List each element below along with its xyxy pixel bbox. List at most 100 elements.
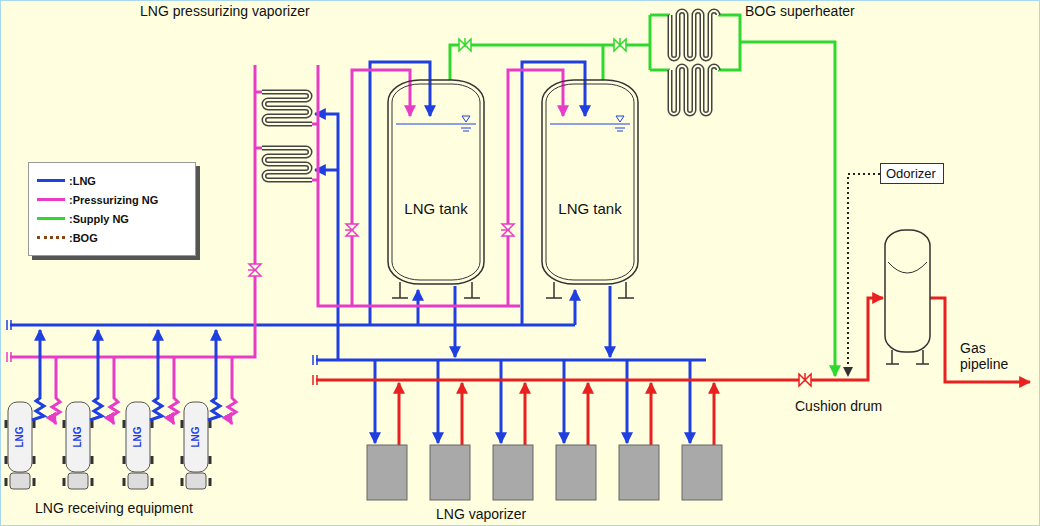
pipe — [255, 91, 262, 94]
lorry-tank — [126, 402, 150, 472]
legend-dotted-sample — [37, 236, 65, 239]
part-label: Gas pipeline — [960, 340, 1022, 372]
valve-stem — [345, 229, 352, 231]
vaporizer-unit — [556, 445, 596, 500]
storage-tank: LNG tank — [540, 78, 640, 300]
lorry-marking: LNG — [12, 426, 28, 447]
pipe — [500, 360, 503, 443]
pipe — [524, 383, 527, 445]
tank-inner-shell — [392, 84, 480, 280]
lorry-wheels — [64, 420, 92, 486]
legend-text: :Pressurizing NG — [69, 194, 158, 206]
lorry-tank — [66, 402, 90, 472]
lorry-wheels — [6, 420, 34, 486]
pipe — [689, 360, 692, 443]
pipe — [930, 298, 1030, 382]
legend-swatch — [37, 217, 65, 220]
lorry-marking: LNG — [188, 426, 204, 447]
superheater-tube-bore — [670, 11, 718, 59]
tank-outline — [540, 78, 640, 300]
valve-symbol — [799, 374, 811, 386]
tank-outer-shell — [542, 80, 638, 284]
valve-stem — [804, 373, 806, 380]
pipe — [352, 70, 410, 306]
pipe — [437, 360, 440, 443]
process-box: Odorizer — [880, 163, 944, 184]
legend-text: :LNG — [69, 175, 96, 187]
pipe — [110, 357, 118, 424]
pipe — [461, 383, 464, 445]
lorry-cab — [68, 473, 88, 489]
lorry-cab — [128, 473, 148, 489]
valve-stem — [501, 229, 508, 231]
vaporizer-coil-bore — [262, 148, 312, 180]
lorry-marking: LNG — [130, 426, 146, 447]
lorry-cab — [186, 473, 206, 489]
pipe — [450, 45, 650, 80]
legend-text: :BOG — [69, 232, 98, 244]
cushion-drum — [885, 230, 930, 352]
tank-label: LNG tank — [558, 200, 621, 217]
lorry-marking: LNG — [70, 426, 86, 447]
pipe — [718, 15, 740, 70]
pipe — [318, 65, 520, 306]
tank-label: LNG tank — [404, 200, 467, 217]
valve-stem — [464, 38, 466, 45]
box-label: Odorizer — [886, 166, 938, 181]
vaporizer-unit — [430, 445, 470, 500]
liquid-level — [550, 124, 630, 125]
vaporizer-coil-bore — [262, 92, 312, 124]
pipe-end-cap — [313, 355, 317, 365]
pipe — [574, 290, 577, 325]
legend-box: :LNG :Pressurizing NG :Supply NG :BOG — [28, 162, 196, 256]
pipe — [609, 286, 612, 357]
pipe — [650, 14, 670, 17]
part-label: LNG pressurizing vaporizer — [140, 3, 310, 19]
level-symbol — [461, 116, 471, 131]
pipe — [374, 360, 377, 443]
pipe — [602, 45, 605, 80]
lorry-tank — [184, 402, 208, 472]
pipe — [626, 360, 629, 443]
pipe — [649, 15, 652, 70]
lorry-wheels — [182, 420, 210, 486]
tank-outer-shell — [388, 80, 484, 284]
storage-tank: LNG tank — [386, 78, 486, 300]
legend-swatch — [37, 179, 65, 182]
superheater-tubes — [670, 11, 718, 59]
valve-symbol — [502, 224, 514, 236]
pipe — [208, 330, 220, 420]
pipe — [10, 65, 255, 357]
tank-legs — [546, 282, 634, 298]
valve-symbol — [346, 224, 358, 236]
part-label: LNG vaporizer — [436, 506, 526, 522]
vaporizer-unit — [367, 445, 407, 500]
tank-legs — [392, 282, 480, 298]
liquid-level — [396, 124, 476, 125]
pipe — [650, 383, 653, 445]
pipe — [228, 357, 236, 424]
vaporizer-unit — [682, 445, 722, 500]
legend-entry: :LNG — [37, 171, 187, 190]
vaporizer-unit — [493, 445, 533, 500]
pipe — [587, 383, 590, 445]
pipe — [316, 298, 883, 380]
drum-legs — [886, 350, 929, 364]
legend-text: :Supply NG — [69, 213, 129, 225]
legend-entry: :Supply NG — [37, 209, 187, 228]
tank-outline — [386, 78, 486, 300]
pipe — [10, 324, 575, 327]
superheater-tube-bore — [670, 66, 718, 114]
part-label: LNG receiving equipment — [35, 500, 193, 516]
pipe-end-cap — [313, 375, 317, 385]
valve-symbol — [459, 39, 471, 51]
pipe — [90, 330, 102, 420]
valve-symbol — [249, 264, 261, 276]
legend-entry: :Pressurizing NG — [37, 190, 187, 209]
lorry-wheels — [124, 420, 152, 486]
pipe-end-cap — [7, 320, 11, 330]
pipe — [255, 147, 262, 150]
drum-inner — [888, 262, 927, 273]
